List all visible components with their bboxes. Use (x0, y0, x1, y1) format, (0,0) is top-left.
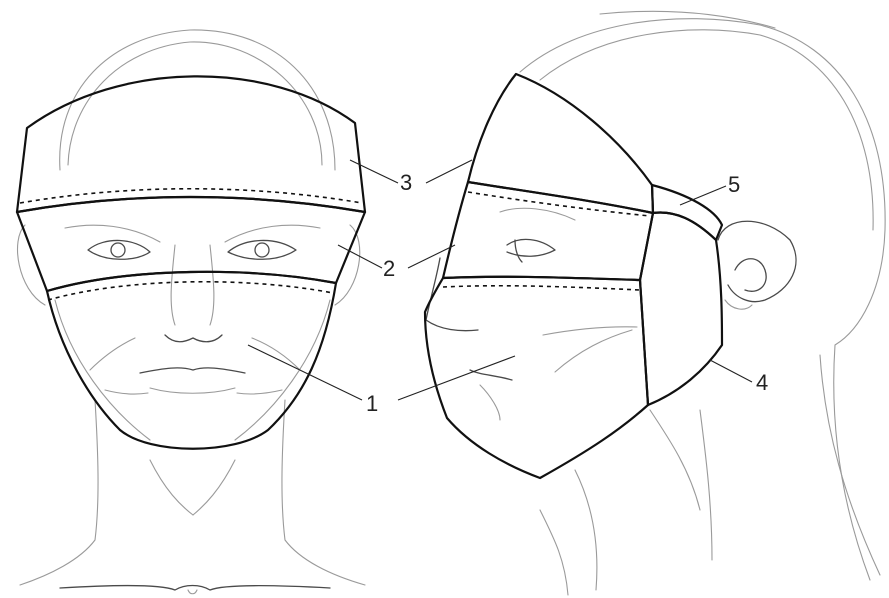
front-callout-1: 1 (366, 391, 378, 416)
front-seam-line-upper (20, 189, 362, 203)
side-callout-5: 5 (728, 172, 740, 197)
front-callout-3: 3 (400, 170, 412, 195)
side-head-sketch (426, 11, 885, 595)
side-panel-2-eye-band (443, 182, 653, 280)
front-seam-line-lower (48, 282, 333, 300)
side-mask-pattern (425, 74, 722, 478)
front-head-sketch (18, 30, 365, 594)
side-seam-line-lower (443, 286, 640, 290)
side-panel-4-side-strap (640, 212, 722, 405)
front-panel-2-eye-band (17, 197, 365, 291)
front-panel-3-forehead (17, 76, 365, 212)
side-callouts: 5 4 (398, 160, 768, 400)
side-callout-4: 4 (756, 370, 768, 395)
front-callouts: 3 2 1 (248, 160, 412, 416)
front-panel-1-mask-body (47, 272, 336, 449)
front-callout-2: 2 (383, 256, 395, 281)
side-panel-3-forehead (468, 74, 653, 213)
